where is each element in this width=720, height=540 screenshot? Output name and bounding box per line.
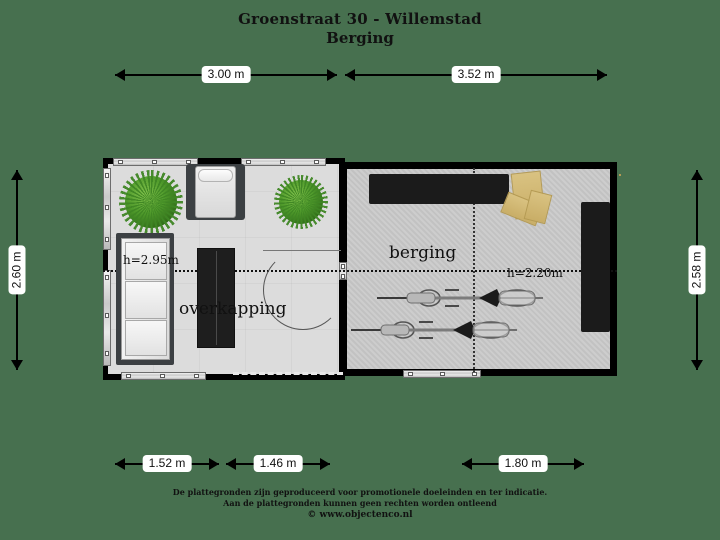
arrow-right-icon (574, 458, 584, 470)
arrow-down-icon (691, 360, 703, 370)
bicycle-upper (377, 289, 543, 307)
sofa-cushion (125, 320, 167, 356)
door-post (341, 264, 345, 269)
wardrobe (197, 248, 235, 348)
footer-disclaimer: De plattegronden zijn geproduceerd voor … (0, 487, 720, 521)
railing-post (194, 374, 199, 378)
plant-icon-right (273, 174, 329, 230)
dimension-label: 1.52 m (142, 455, 192, 472)
railing-post (118, 160, 123, 164)
wall-top-left (103, 158, 345, 164)
railing-post (126, 374, 131, 378)
bed-pillow (198, 169, 233, 182)
sofa-seat (121, 238, 170, 360)
dimension-label: 3.52 m (451, 66, 501, 83)
bed (186, 164, 245, 220)
footer-line-1: De plattegronden zijn geproduceerd voor … (172, 487, 548, 497)
railing-post (160, 374, 165, 378)
door-swing-arc (263, 250, 343, 330)
railing-post (105, 351, 109, 356)
dimension-label: 1.46 m (253, 455, 303, 472)
arrow-right-icon (320, 458, 330, 470)
dimension-bottom-3: 1.80 m (462, 455, 584, 473)
railing-post (186, 160, 191, 164)
dimension-label: 2.60 m (8, 245, 26, 295)
arrow-up-icon (11, 170, 23, 180)
arrow-right-icon (597, 69, 607, 81)
wooden-panels (619, 174, 621, 176)
sofa (116, 233, 174, 365)
wall-partition-middle (339, 162, 347, 262)
bicycle-lower (351, 321, 517, 339)
shelf-right (581, 202, 610, 332)
room-label-berging: berging (389, 243, 457, 263)
door-leaf (263, 250, 341, 251)
wall-bottom-left (103, 374, 345, 380)
railing-post (105, 313, 109, 318)
page-subtitle: Berging (326, 29, 394, 47)
dimension-top-left: 3.00 m (115, 66, 337, 84)
railing-post (105, 275, 109, 280)
railing-post (472, 372, 477, 376)
arrow-left-icon (115, 69, 125, 81)
dimension-label: 1.80 m (498, 455, 548, 472)
dimension-right: 2.58 m (688, 170, 706, 370)
height-label-overkapping: h=2.95m (123, 253, 179, 267)
dimension-left: 2.60 m (8, 170, 26, 370)
open-edge-dashed (233, 372, 343, 375)
footer-copyright: © www.objectenco.nl (307, 510, 413, 520)
railing-post (152, 160, 157, 164)
arrow-left-icon (115, 458, 125, 470)
railing-top-a (113, 158, 198, 166)
arrow-right-icon (209, 458, 219, 470)
page-title: Groenstraat 30 - Willemstad (238, 10, 482, 28)
arrow-up-icon (691, 170, 703, 180)
arrow-left-icon (462, 458, 472, 470)
railing-post (105, 237, 109, 242)
section-line-vertical (473, 168, 475, 372)
plant-icon-left (118, 169, 184, 235)
railing-bottom-a (121, 372, 206, 380)
title-block: Groenstraat 30 - Willemstad Berging (0, 10, 720, 48)
footer-line-2: Aan de plattegronden kunnen geen rechten… (223, 498, 497, 508)
arrow-down-icon (11, 360, 23, 370)
railing-bottom-berging (403, 370, 481, 378)
wall-top-right (339, 162, 617, 169)
railing-post (440, 372, 445, 376)
dimension-bottom-1: 1.52 m (115, 455, 219, 473)
railing-post (314, 160, 319, 164)
dimension-bottom-2: 1.46 m (226, 455, 330, 473)
shelf-top (369, 174, 509, 204)
railing-post (280, 160, 285, 164)
sofa-cushion (125, 281, 167, 319)
door-post (341, 274, 345, 279)
height-label-berging: h=2.20m (507, 266, 563, 280)
railing-top-b (241, 158, 326, 166)
railing-left-b (103, 270, 111, 366)
railing-post (105, 205, 109, 210)
wall-right (610, 162, 617, 376)
railing-post (246, 160, 251, 164)
arrow-right-icon (327, 69, 337, 81)
railing-left-a (103, 168, 111, 250)
dimension-label: 2.58 m (688, 245, 706, 295)
room-label-overkapping: overkapping (179, 299, 287, 319)
arrow-left-icon (226, 458, 236, 470)
railing-post (105, 173, 109, 178)
dimension-top-right: 3.52 m (345, 66, 607, 84)
wall-left (103, 158, 108, 380)
section-line-horizontal (103, 270, 617, 272)
arrow-left-icon (345, 69, 355, 81)
sofa-cushion (125, 242, 167, 280)
railing-post (408, 372, 413, 376)
dimension-label: 3.00 m (201, 66, 251, 83)
floorplan-drawing: h=2.95m overkapping (103, 158, 621, 380)
wall-partition-middle-lower (339, 278, 347, 376)
